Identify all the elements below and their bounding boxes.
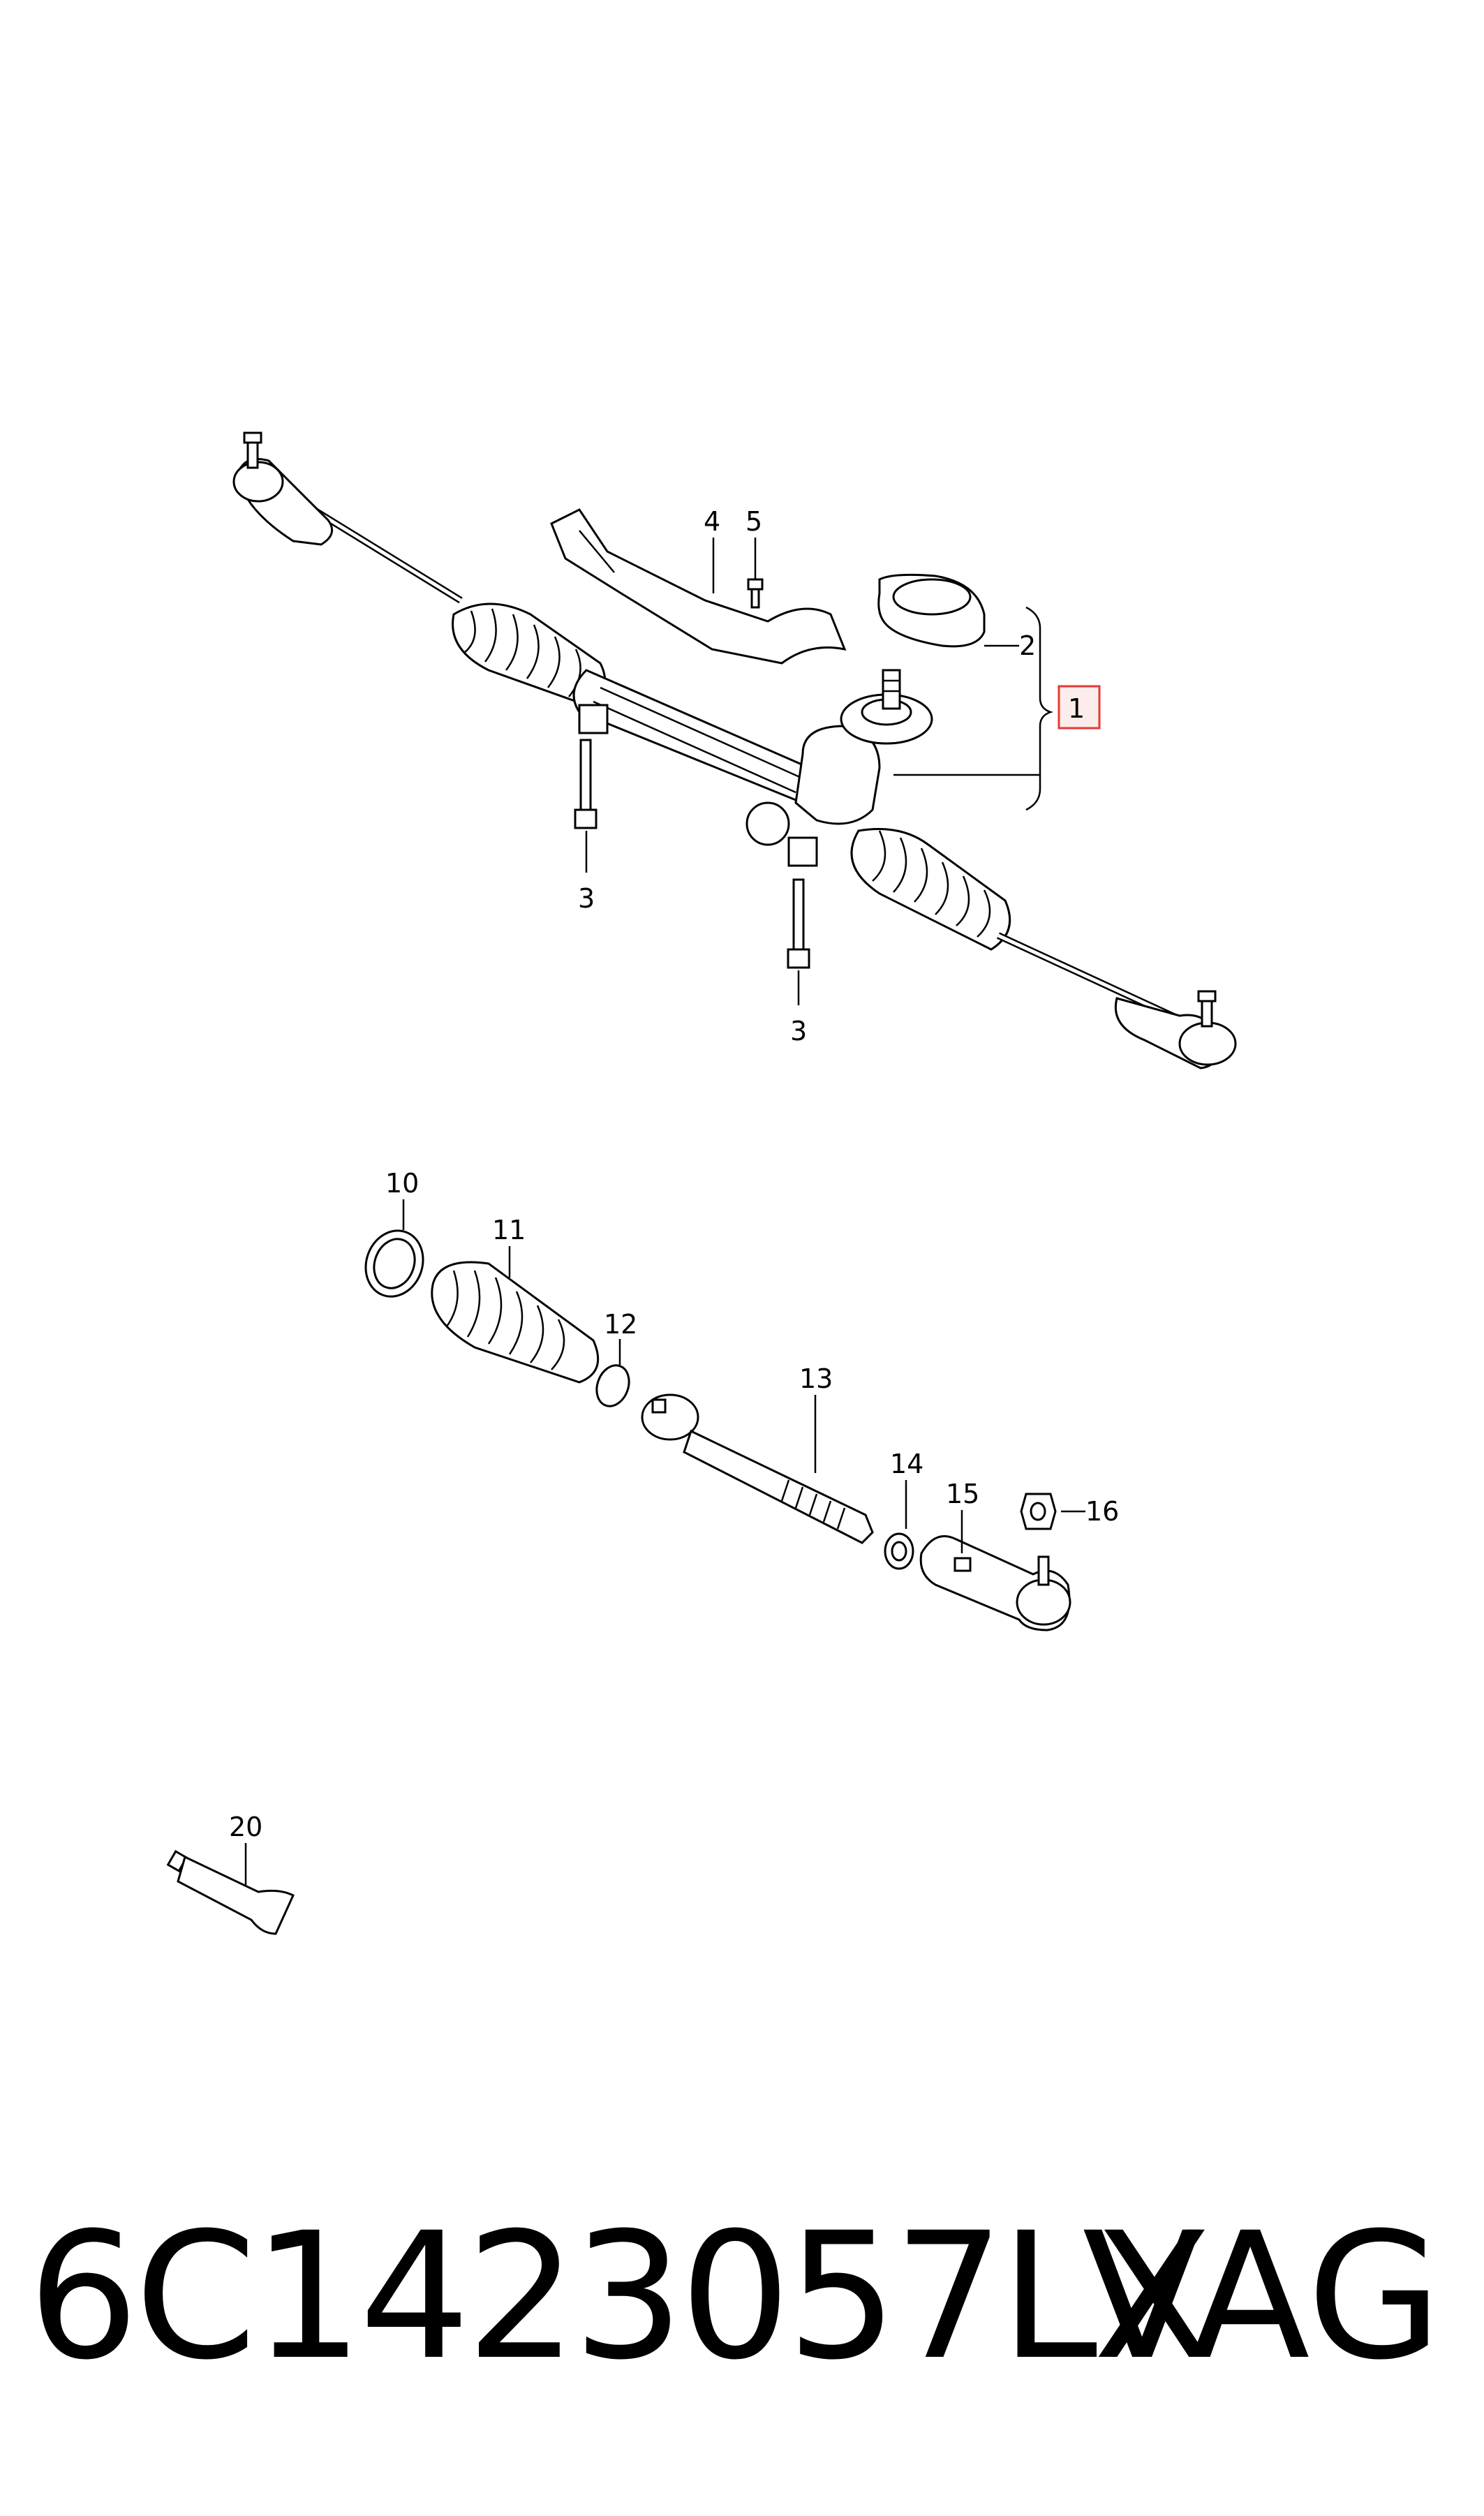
callout-14[interactable]: 14	[890, 1449, 923, 1479]
mounting-bolt-left	[574, 739, 598, 829]
callout-20[interactable]: 20	[229, 1812, 262, 1842]
small-clamp	[595, 1364, 630, 1407]
footer: 6C1423057LX VAG	[0, 2178, 1484, 2429]
grease-tube	[166, 1849, 295, 1935]
callout-1-highlight[interactable]	[1058, 685, 1101, 730]
right-tie-rod-end	[1114, 990, 1237, 1070]
bellows-boot	[431, 1261, 600, 1384]
right-bellows	[850, 828, 1011, 951]
part-number: 6C1423057LX	[28, 2195, 1213, 2398]
callout-3-left[interactable]: 3	[578, 883, 595, 914]
callout-2[interactable]: 2	[1019, 630, 1036, 661]
bracket	[550, 508, 847, 665]
callout-15[interactable]: 15	[946, 1479, 979, 1509]
rack-housing	[572, 669, 817, 804]
inner-tie-rod	[641, 1393, 874, 1544]
screw	[747, 578, 764, 609]
callout-13[interactable]: 13	[799, 1363, 833, 1394]
mounting-bolt-right	[787, 878, 810, 969]
assembly-bracket-line	[893, 606, 1053, 811]
pinion-housing	[745, 669, 933, 867]
rubber-mount	[877, 573, 986, 648]
callout-1[interactable]: 1	[1068, 693, 1085, 724]
callout-4[interactable]: 4	[704, 506, 720, 537]
callout-3-right[interactable]: 3	[790, 1016, 807, 1046]
brand-name: VAG	[1082, 2195, 1442, 2398]
callout-5[interactable]: 5	[745, 506, 762, 537]
outer-tie-rod-end	[919, 1535, 1071, 1631]
steering-rack-assembly	[232, 431, 1237, 1070]
callout-12[interactable]: 12	[604, 1309, 637, 1340]
left-tie-rod-end	[232, 431, 334, 546]
callout-11[interactable]: 11	[492, 1215, 526, 1245]
clamp	[364, 1229, 424, 1298]
self-locking-nut	[1020, 1493, 1057, 1530]
callout-10[interactable]: 10	[385, 1168, 419, 1199]
callout-16[interactable]: 16	[1085, 1496, 1119, 1527]
lock-nut	[884, 1532, 914, 1570]
